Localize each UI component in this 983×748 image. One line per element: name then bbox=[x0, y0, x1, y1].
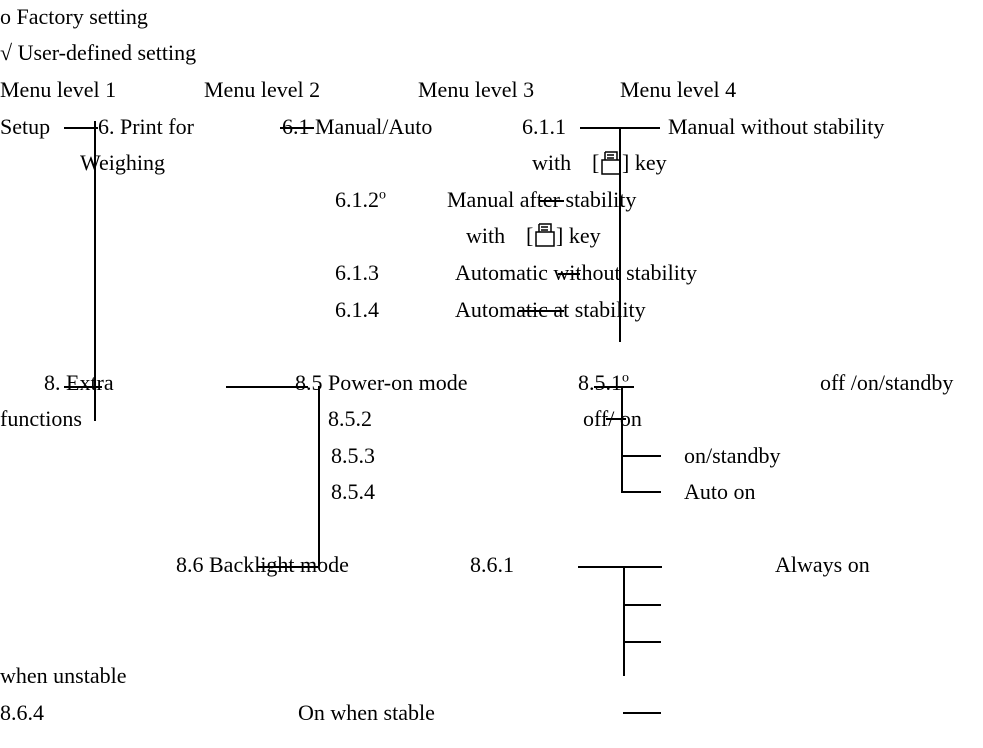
item-code-8-5-3: 8.5.3 bbox=[331, 443, 375, 468]
item-label-6-1-4: Automatic at stability bbox=[455, 297, 646, 322]
key-label: ] key bbox=[556, 223, 601, 248]
item-with-6-1-1: with bbox=[532, 150, 572, 175]
tree-branch-extra bbox=[64, 386, 102, 388]
tree-branch-manual-auto bbox=[280, 127, 314, 129]
tree-branch-power-on bbox=[226, 386, 308, 388]
tree-branch-6-1-1 bbox=[580, 127, 660, 129]
tree-branch-8-6-2 bbox=[623, 604, 661, 606]
tree-branch-8-5-1 bbox=[594, 386, 634, 388]
header-menu-level-3: Menu level 3 bbox=[418, 77, 535, 102]
manual-auto-label: 6.1 Manual/Auto bbox=[282, 114, 433, 139]
tree-branch-8-5-4 bbox=[621, 491, 661, 493]
setup-label: Setup bbox=[0, 114, 51, 139]
tree-line-level4-backlight bbox=[623, 566, 625, 676]
item-code-8-5-1: 8.5.1o bbox=[578, 370, 629, 395]
functions-label: functions bbox=[0, 406, 82, 431]
extra-label: 8. Extra bbox=[44, 370, 114, 395]
weighing-label: Weighing bbox=[80, 150, 165, 175]
print-for-label: 6. Print for bbox=[98, 114, 194, 139]
item-label-6-1-2: Manual after stability bbox=[447, 187, 637, 212]
item-code-8-6-4: 8.6.4 bbox=[0, 700, 44, 725]
item-label-when-unstable: when unstable bbox=[0, 663, 127, 688]
item-label-8-6-4: On when stable bbox=[298, 700, 435, 725]
item-code-6-1-2: 6.1.2o bbox=[335, 187, 386, 212]
tree-line-level4-power bbox=[621, 386, 623, 492]
item-code-8-5-4: 8.5.4 bbox=[331, 479, 375, 504]
power-on-mode-label: 8.5 Power-on mode bbox=[295, 370, 468, 395]
header-menu-level-4: Menu level 4 bbox=[620, 77, 737, 102]
item-code-6-1-4: 6.1.4 bbox=[335, 297, 379, 322]
tree-branch-6-1-2 bbox=[540, 200, 564, 202]
tree-branch-6-1-3 bbox=[558, 273, 580, 275]
key-label: ] key bbox=[622, 150, 667, 175]
item-code-6-1-1: 6.1.1 bbox=[522, 114, 566, 139]
item-code-8-5-2: 8.5.2 bbox=[328, 406, 372, 431]
tree-branch-8-6-3 bbox=[623, 641, 661, 643]
user-setting-legend: √ User-defined setting bbox=[0, 40, 197, 65]
item-label-6-1-3: Automatic without stability bbox=[455, 260, 697, 285]
item-label-8-6-1: Always on bbox=[775, 552, 870, 577]
factory-setting-legend: o Factory setting bbox=[0, 4, 148, 29]
item-label-8-5-3: on/standby bbox=[684, 443, 781, 468]
tree-branch-print bbox=[64, 127, 98, 129]
tree-branch-backlight bbox=[258, 566, 318, 568]
item-label-8-5-1: off /on/standby bbox=[820, 370, 954, 395]
tree-line-level2-extra bbox=[318, 386, 320, 566]
tree-branch-8-5-3 bbox=[621, 455, 661, 457]
item-with-6-1-2: with bbox=[466, 223, 506, 248]
item-code-6-1-3: 6.1.3 bbox=[335, 260, 379, 285]
tree-branch-8-5-2 bbox=[606, 418, 626, 420]
item-label-8-5-4: Auto on bbox=[684, 479, 756, 504]
open-bracket: [ bbox=[592, 150, 600, 175]
print-key-icon bbox=[535, 223, 555, 247]
tree-branch-6-1-4 bbox=[518, 310, 564, 312]
item-code-8-6-1: 8.6.1 bbox=[470, 552, 514, 577]
item-label-6-1-1: Manual without stability bbox=[668, 114, 885, 139]
tree-line-level4-print bbox=[619, 127, 621, 342]
tree-branch-8-6-1 bbox=[578, 566, 662, 568]
open-bracket: [ bbox=[526, 223, 534, 248]
header-menu-level-1: Menu level 1 bbox=[0, 77, 117, 102]
tree-line-level1 bbox=[94, 121, 96, 421]
tree-branch-8-6-4 bbox=[623, 712, 661, 714]
header-menu-level-2: Menu level 2 bbox=[204, 77, 321, 102]
backlight-mode-label: 8.6 Backlight mode bbox=[176, 552, 349, 577]
